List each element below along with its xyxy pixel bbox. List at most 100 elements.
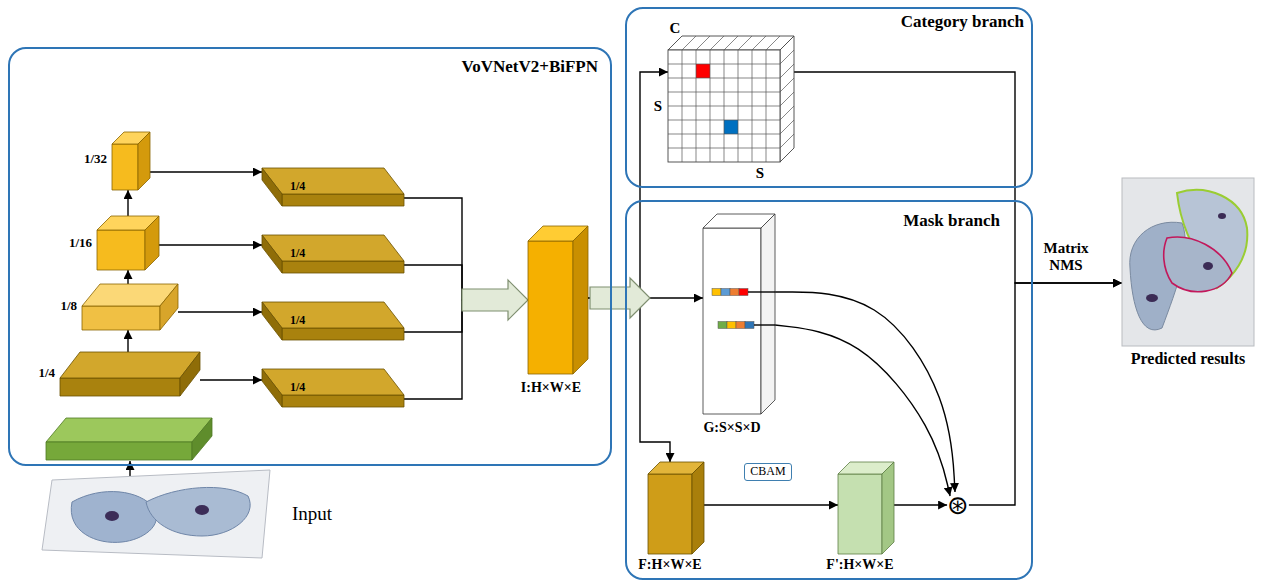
block-face-side — [262, 369, 282, 407]
block-face-front — [60, 378, 180, 396]
kernel-leader — [748, 291, 775, 292]
cell-nucleus — [1218, 213, 1226, 219]
axis-label: S — [654, 98, 662, 115]
block-face-side — [573, 226, 588, 374]
grid-line — [780, 50, 794, 64]
block-face-side — [262, 168, 282, 206]
block-face-front — [282, 328, 404, 340]
fpn-feature-slab: 1/4 — [262, 168, 404, 206]
connector-arrow — [969, 283, 1122, 505]
stem-feature-slab — [46, 418, 212, 460]
output-label: Predicted results — [1131, 350, 1246, 368]
scale-label: 1/4 — [290, 247, 305, 261]
tensor-label: F:H×W×E — [638, 557, 701, 573]
connector-arrow — [794, 72, 1122, 283]
connector-arrow — [127, 190, 128, 216]
feature-cube: 1/32 — [112, 132, 150, 190]
cell-nucleus — [1146, 294, 1158, 302]
kernel-tensor: G:S×S×D — [703, 214, 775, 414]
kernel-vector-cell — [745, 322, 754, 329]
block-face-front — [703, 228, 761, 414]
block-face-side — [160, 284, 178, 330]
axis-label: C — [670, 20, 681, 37]
block-face-top — [60, 352, 200, 378]
shape-drawing — [1122, 178, 1254, 346]
scale-label: 1/16 — [69, 236, 92, 251]
grid-line — [724, 36, 738, 50]
cell-nucleus — [105, 511, 119, 521]
connector-arrow — [775, 325, 950, 496]
grid-line — [780, 120, 794, 134]
grid-line — [766, 36, 780, 50]
scale-label: 1/32 — [84, 152, 107, 167]
block-face-front — [97, 230, 145, 270]
kernel-vector-cell — [727, 322, 736, 329]
grid-line — [780, 78, 794, 92]
cell-nucleus — [1203, 262, 1213, 270]
grid-line — [668, 106, 780, 107]
grid-top — [668, 36, 794, 50]
block-face-top — [262, 168, 404, 194]
kernel-vector-cell — [739, 289, 748, 296]
tensor-label: G:S×S×D — [703, 420, 760, 436]
grid-line — [738, 36, 752, 50]
input-arrow — [129, 461, 130, 476]
feature-slab: 1/4 — [60, 352, 200, 396]
kernel-vector-cell — [718, 322, 727, 329]
attention-module: CBAM — [744, 463, 791, 481]
block-face-front — [82, 306, 160, 330]
grid-line — [780, 106, 794, 120]
shape-drawing — [703, 214, 775, 414]
grid-line — [752, 50, 753, 162]
scale-label: 1/4 — [38, 366, 55, 381]
feature-cube: 1/16 — [97, 216, 159, 270]
feature-map: I:H×W×E — [528, 226, 588, 374]
panel-title: Category branch — [901, 12, 1024, 32]
block-arrow — [462, 280, 528, 320]
result-background — [1122, 178, 1254, 346]
grid-line — [780, 134, 794, 148]
cell-nucleus — [195, 505, 209, 515]
slab-top — [46, 418, 212, 442]
slide-plane — [42, 470, 270, 558]
shape-drawing — [838, 462, 894, 554]
cell-body — [146, 487, 250, 536]
shape-drawing — [82, 284, 178, 330]
feature-map: F:H×W×E — [648, 462, 704, 554]
kernel-vector-cell — [712, 289, 721, 296]
block-face-side — [761, 214, 775, 414]
block-face-front — [528, 241, 573, 374]
scale-label: 1/8 — [60, 299, 77, 314]
shape-drawing — [42, 470, 272, 560]
block-face-front — [282, 395, 404, 407]
connector-arrow — [894, 504, 947, 505]
slab-side — [192, 418, 212, 460]
shape-drawing — [262, 302, 404, 340]
convolution-operator: ⊛ — [947, 492, 969, 518]
module-name: CBAM — [750, 465, 785, 479]
connector-arrow — [178, 311, 262, 312]
block-face-side — [882, 462, 894, 554]
panel-title: Mask branch — [903, 211, 1000, 231]
grid-line — [710, 36, 724, 50]
kernel-vector-cell — [730, 289, 739, 296]
edge-label: Matrix NMS — [1042, 240, 1091, 275]
input-label: Input — [292, 503, 332, 525]
shape-drawing — [528, 226, 588, 374]
block-face-front — [282, 194, 404, 206]
block-arrow — [590, 278, 650, 318]
panel-title: VoVNetV2+BiFPN — [461, 57, 598, 77]
shape-drawing — [97, 216, 159, 270]
grid-line — [682, 36, 696, 50]
fpn-feature-slab: 1/4 — [262, 369, 404, 407]
backbone-panel: 1/32 1/16 1/8 1/4 1/4 1/4 1/4 1/4 VoVNetV2+BiFPN — [8, 47, 612, 466]
operator-symbol: ⊛ — [947, 492, 969, 518]
shape-drawing — [668, 36, 794, 162]
scale-label: 1/4 — [290, 381, 305, 395]
fpn-feature-slab: 1/4 — [262, 235, 404, 273]
block-face-side — [262, 302, 282, 340]
block-face-front — [282, 261, 404, 273]
tensor-label: I:H×W×E — [521, 380, 581, 396]
